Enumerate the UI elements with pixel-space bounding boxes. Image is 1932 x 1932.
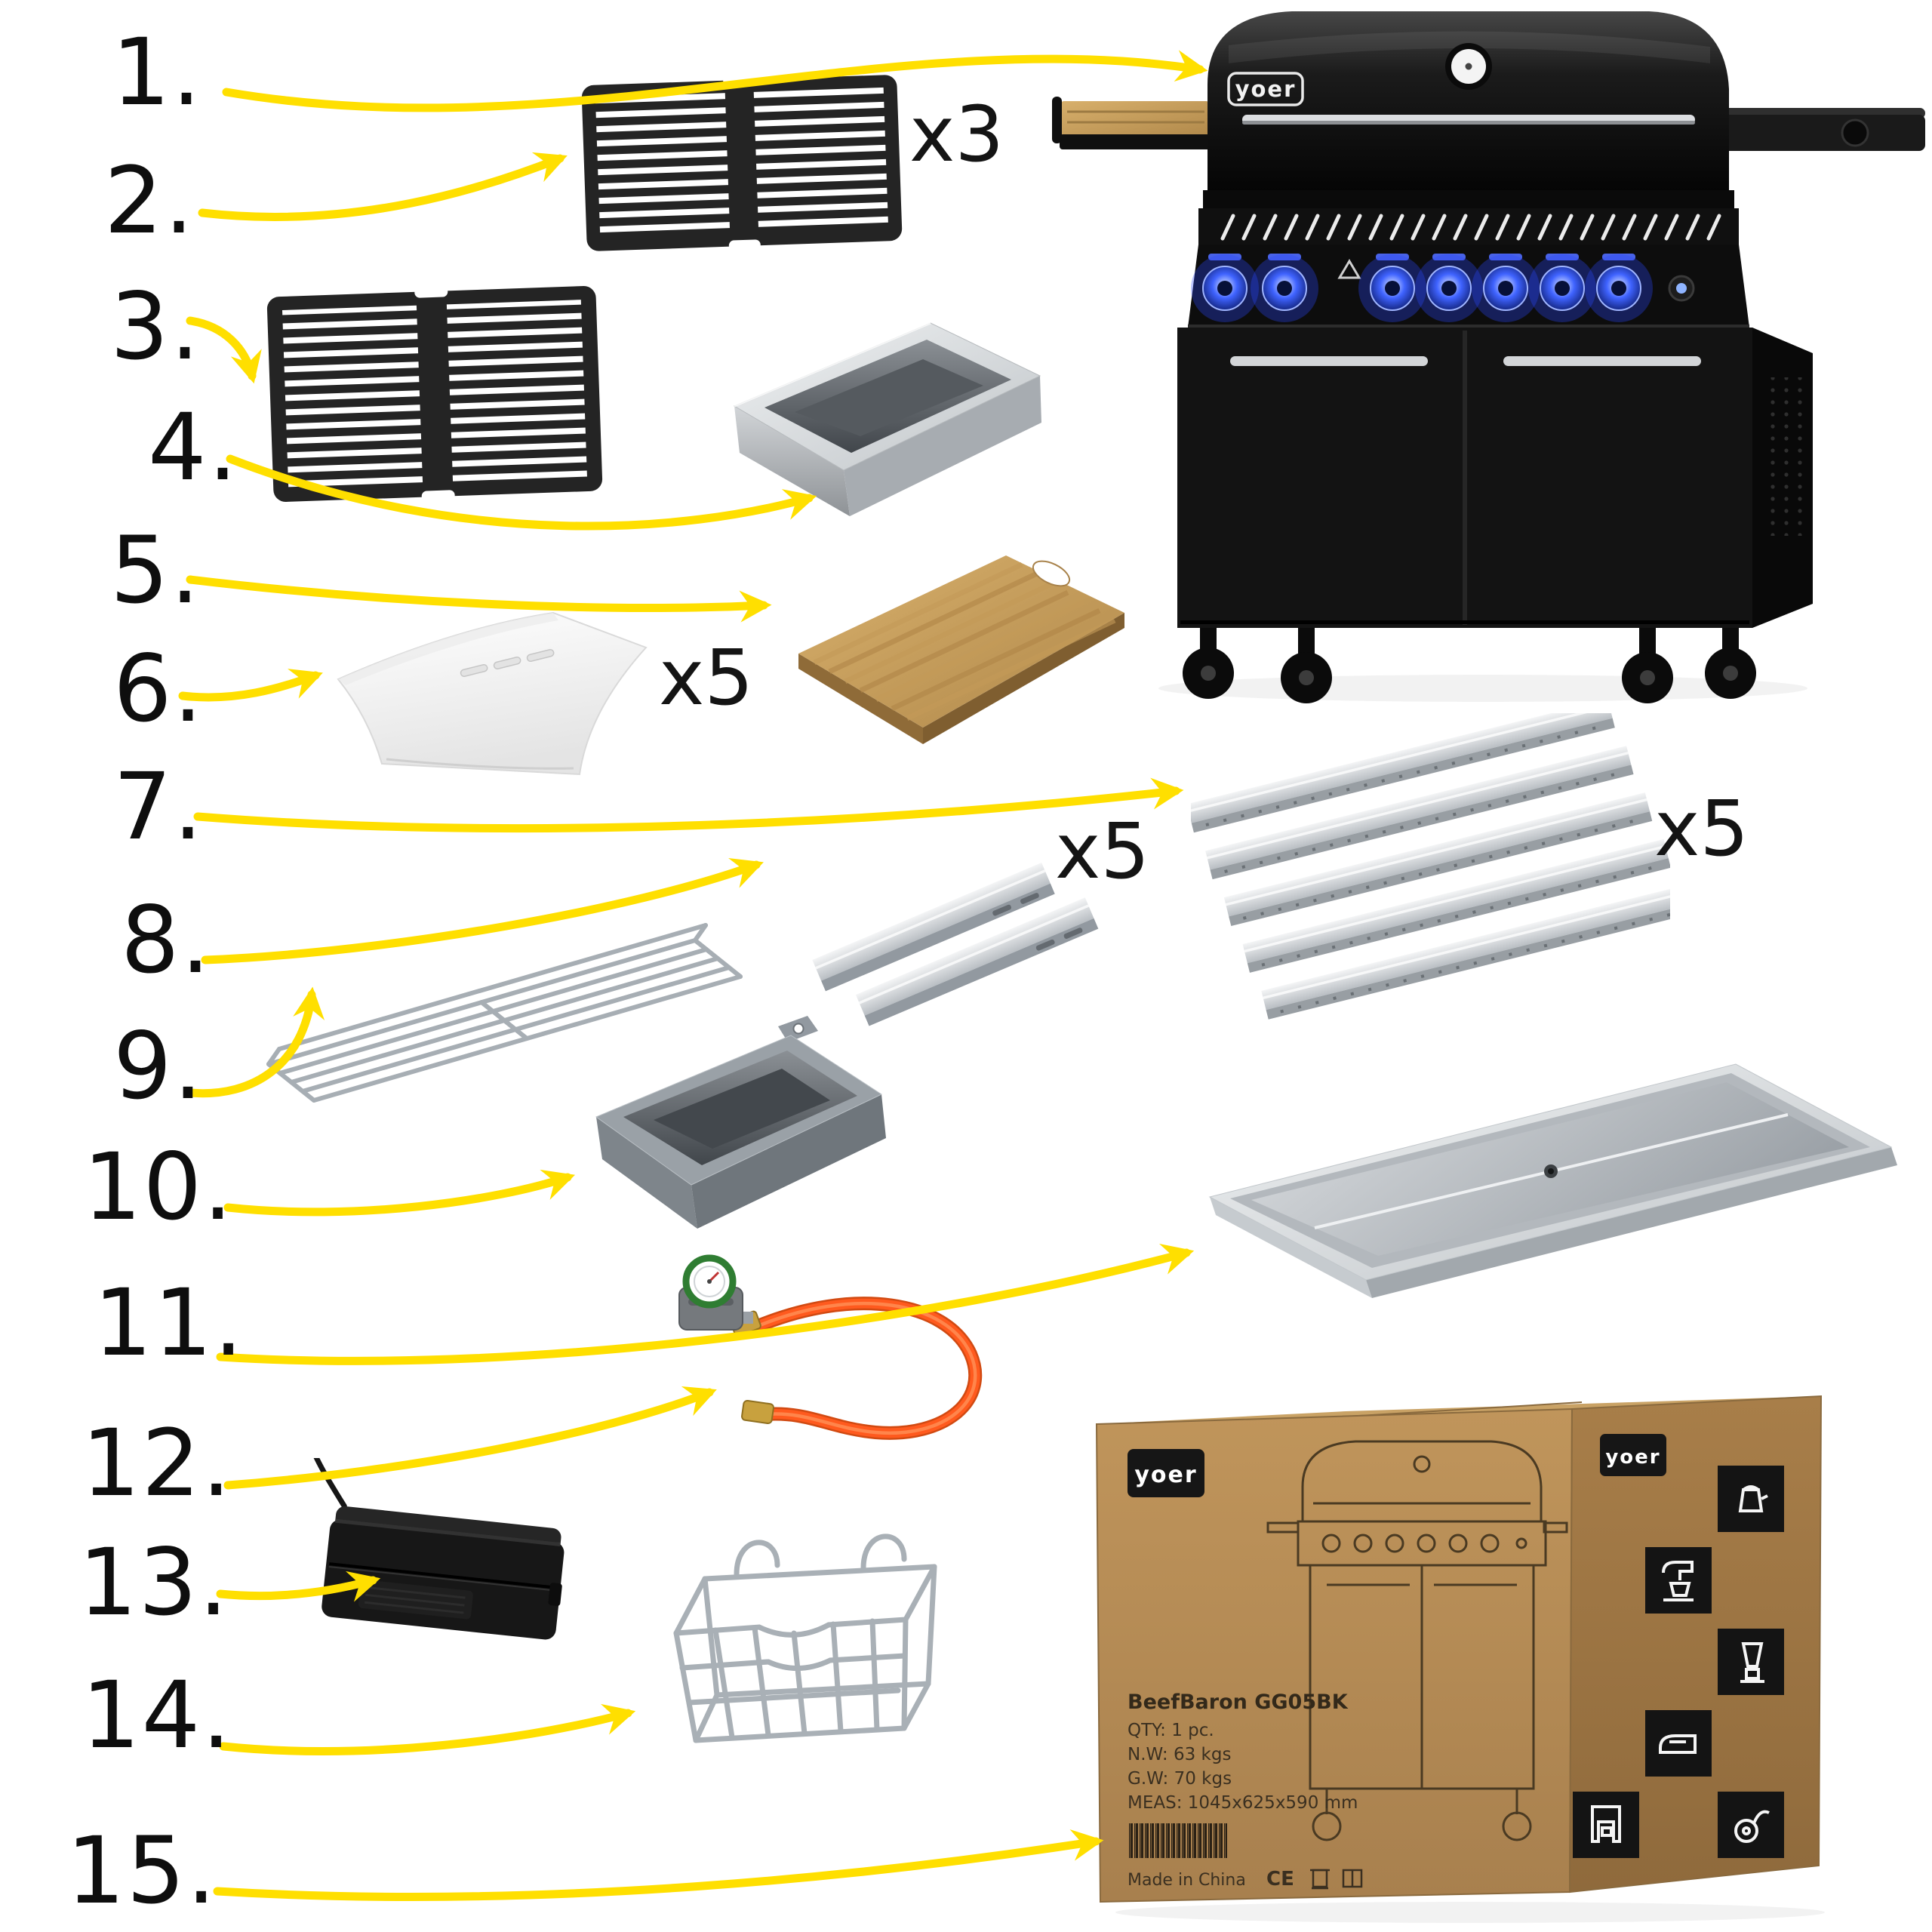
box-brand-logo <box>1128 1449 1204 1497</box>
item-number-3: 3. <box>110 273 202 380</box>
heat-plate-pair <box>812 863 1099 1026</box>
item-number-6: 6. <box>113 635 205 743</box>
bamboo-cutting-board <box>798 555 1124 744</box>
product-heat-plates <box>783 814 1117 1057</box>
item-number-12: 12. <box>82 1410 233 1517</box>
product-bamboo-board <box>776 527 1138 762</box>
item-number-14: 14. <box>82 1662 233 1769</box>
item-number-4: 4. <box>148 394 239 501</box>
box-spec-meas: MEAS: 1045x625x590 mm <box>1128 1793 1358 1813</box>
grease-drip-pan <box>595 1016 886 1229</box>
product-wire-basket <box>632 1500 966 1796</box>
brass-nut <box>741 1399 774 1425</box>
item-number-10: 10. <box>83 1134 235 1241</box>
arrow-15 <box>213 1829 1104 1901</box>
item-number-15: 15. <box>66 1817 218 1924</box>
qty-label-grates: x3 <box>909 90 1004 180</box>
iron-icon <box>1645 1710 1712 1777</box>
mat-slots <box>460 648 555 678</box>
box-spec-nw: N.W: 63 kgs <box>1128 1745 1231 1764</box>
item-number-1: 1. <box>112 19 203 126</box>
item-number-7: 7. <box>113 753 205 860</box>
box-brand-text-front: yoer <box>1134 1462 1197 1488</box>
box-compliance-icons <box>1310 1869 1363 1890</box>
box-made-in-text: Made in China <box>1128 1871 1246 1890</box>
cast-iron-grate-large <box>266 286 603 502</box>
cast-iron-grate <box>581 75 903 251</box>
steel-pan <box>733 321 1041 516</box>
board-notch <box>1032 560 1071 587</box>
grill-burner-knob <box>1415 254 1483 322</box>
coffee-machine-icon <box>1573 1792 1639 1858</box>
grill-brand-text: yoer <box>1235 76 1297 102</box>
product-flame-tamers <box>1186 699 1690 1026</box>
grill-burner-knob <box>1528 254 1596 322</box>
grill-control-panel <box>1188 245 1749 328</box>
item-number-11: 11. <box>94 1269 245 1377</box>
item-number-9: 9. <box>113 1013 205 1120</box>
arrow-10 <box>223 1169 576 1217</box>
grill-right-shelf <box>1723 108 1925 151</box>
product-steel-pan <box>700 293 1063 519</box>
item-number-2: 2. <box>104 147 195 254</box>
grill-door-handle-left <box>1230 356 1428 366</box>
product-cooking-grate-small <box>580 74 904 253</box>
blender-icon <box>1718 1629 1784 1695</box>
grill-mats <box>337 611 648 776</box>
grill-ignition-button <box>1668 275 1695 302</box>
box-brand-text-side: yoer <box>1605 1446 1660 1469</box>
product-grill-mats <box>323 598 657 792</box>
item-number-13: 13. <box>78 1529 230 1636</box>
grease-tray-large <box>1208 1063 1897 1298</box>
qty-label-flame-tamers: x5 <box>1654 784 1749 874</box>
grill-brand-badge <box>1227 72 1304 106</box>
battery-box-wire <box>312 1451 347 1509</box>
grill-burner-knob <box>1585 254 1653 322</box>
item-number-5: 5. <box>110 517 202 624</box>
vacuum-cleaner-icon <box>1718 1792 1784 1858</box>
product-cooking-grate-large <box>266 285 604 503</box>
qty-label-mats: x5 <box>659 633 754 723</box>
grill-vent-strip <box>1198 208 1739 245</box>
box-model-text: BeefBaron GG05BK <box>1128 1690 1349 1714</box>
stand-mixer-icon <box>1645 1547 1712 1614</box>
box-barcode <box>1128 1823 1227 1858</box>
grill-burner-knob <box>1472 254 1540 322</box>
grill-burner-knob <box>1191 254 1259 322</box>
battery-box <box>312 1451 565 1640</box>
arrow-14 <box>219 1703 636 1755</box>
kettle-icon <box>1718 1466 1784 1532</box>
product-grease-tray <box>1191 1032 1909 1381</box>
grill-left-shelf <box>1052 97 1211 149</box>
grill-burner-knob <box>1358 254 1426 322</box>
box-spec-qty: QTY: 1 pc. <box>1128 1721 1214 1740</box>
grill-hood: yoer <box>1208 11 1729 190</box>
shipping-box: yoer <box>1095 1395 1825 1923</box>
grill-cabinet <box>1177 328 1813 628</box>
grill-door-handle-right <box>1503 356 1701 366</box>
flame-tamer-set <box>1186 699 1690 1020</box>
box-ce-mark: CE <box>1266 1868 1294 1890</box>
box-brand-logo-side <box>1600 1434 1666 1476</box>
product-gas-grill: yoer <box>1049 0 1932 709</box>
product-battery-box <box>293 1451 596 1671</box>
box-spec-gw: G.W: 70 kgs <box>1128 1769 1232 1789</box>
product-shipping-box: yoer <box>1078 1352 1849 1932</box>
product-gas-regulator <box>635 1254 1014 1475</box>
qty-label-heat-plates: x5 <box>1055 807 1150 897</box>
arrow-2 <box>198 152 568 221</box>
box-grill-line-drawing <box>1266 1440 1568 1841</box>
hanging-basket <box>673 1534 937 1743</box>
grill-casters <box>1183 628 1756 703</box>
item-number-8: 8. <box>121 887 212 994</box>
gas-regulator-hose <box>678 1254 983 1440</box>
product-drip-pan <box>565 998 902 1248</box>
grill-burner-knob <box>1251 254 1318 322</box>
